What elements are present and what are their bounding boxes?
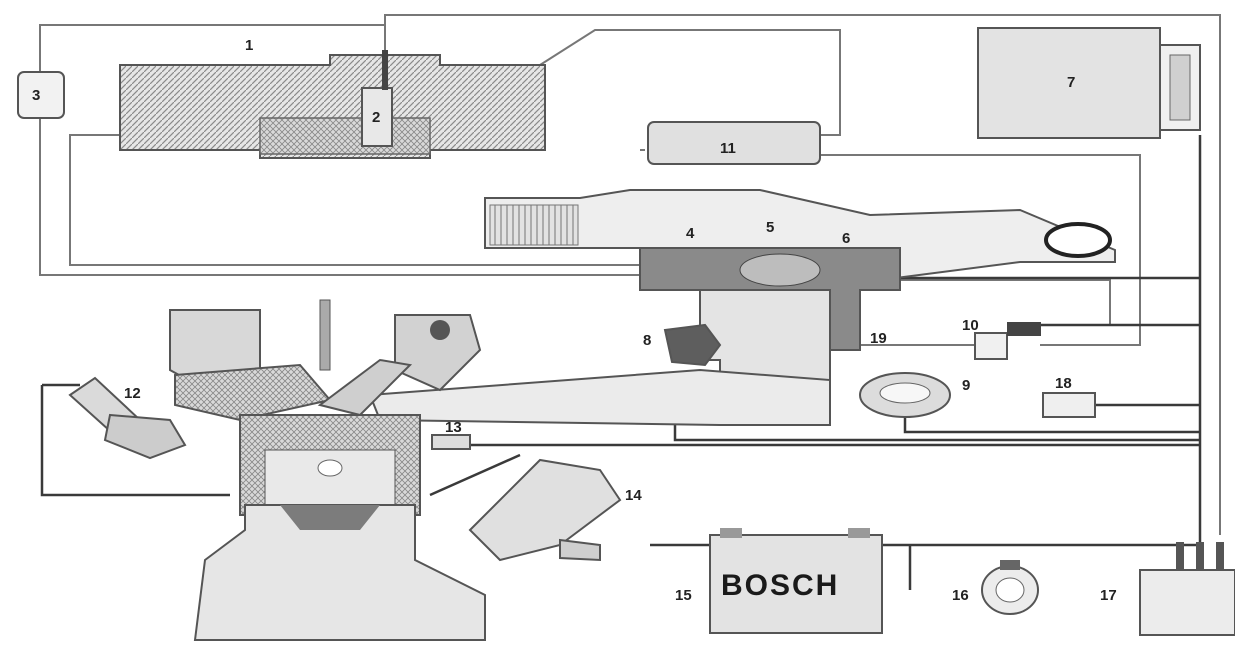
label-10: 10 xyxy=(962,317,979,334)
fuel-lines xyxy=(39,14,1221,535)
label-9: 9 xyxy=(962,377,970,394)
throttle-body xyxy=(639,247,901,401)
battery: BOSCH xyxy=(709,528,883,634)
label-5: 5 xyxy=(766,219,774,236)
label-2: 2 xyxy=(372,109,380,126)
label-3: 3 xyxy=(32,87,40,104)
label-6: 6 xyxy=(842,230,850,247)
engine-block xyxy=(169,299,486,641)
fuel-filter xyxy=(17,71,65,119)
battery-brand-text: BOSCH xyxy=(721,569,839,602)
cold-start-valve xyxy=(663,323,722,367)
fuel-injector xyxy=(68,376,187,460)
control-wiring xyxy=(40,135,1202,590)
pressure-regulator xyxy=(647,121,821,165)
sensor-box xyxy=(1042,392,1096,418)
label-11: 11 xyxy=(720,140,736,157)
label-16: 16 xyxy=(952,587,969,604)
ignition-switch xyxy=(981,560,1039,615)
electronic-control-unit xyxy=(977,27,1201,139)
fuel-tank xyxy=(119,54,546,159)
electric-fuel-pump xyxy=(361,50,393,147)
label-17: 17 xyxy=(1100,587,1117,604)
label-13: 13 xyxy=(445,419,462,436)
label-12: 12 xyxy=(124,385,141,402)
relay xyxy=(1139,542,1235,636)
label-1: 1 xyxy=(245,37,253,54)
label-18: 18 xyxy=(1055,375,1072,392)
throttle-valve-switch xyxy=(974,322,1041,360)
label-7: 7 xyxy=(1067,74,1075,91)
auxiliary-air-valve xyxy=(859,372,951,418)
temperature-sensor xyxy=(431,434,471,450)
label-8: 8 xyxy=(643,332,651,349)
label-15: 15 xyxy=(675,587,692,604)
ignition-distributor xyxy=(468,458,622,562)
label-14: 14 xyxy=(625,487,642,504)
label-4: 4 xyxy=(686,225,695,242)
label-19: 19 xyxy=(870,330,887,347)
part-labels: 1 2 3 4 5 6 7 8 9 10 11 12 13 14 15 16 1… xyxy=(32,37,1117,604)
